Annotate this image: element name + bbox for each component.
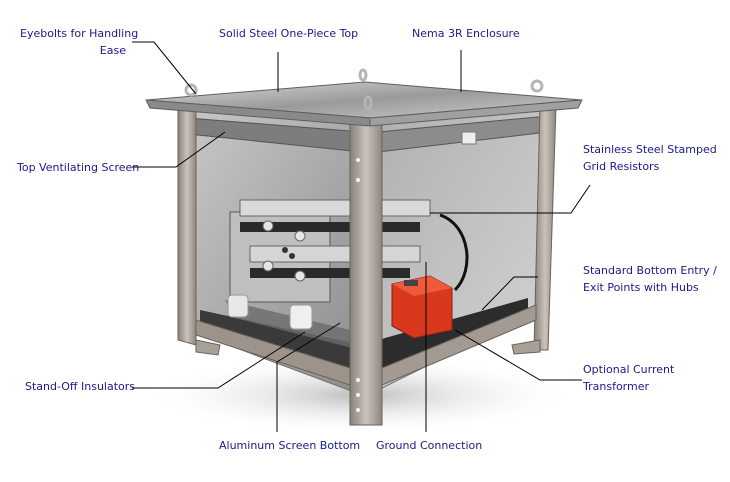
label-aluminum-screen-bottom: Aluminum Screen Bottom — [219, 437, 360, 454]
label-line: Top Ventilating Screen — [17, 161, 140, 174]
label-nema-enclosure: Nema 3R Enclosure — [412, 25, 520, 42]
foot-left — [195, 339, 221, 356]
label-line: Exit Points with Hubs — [583, 281, 699, 294]
bottom-rail-right — [381, 304, 537, 386]
label-current-transformer: Optional Current Transformer — [583, 361, 674, 395]
label-eyebolts: Eyebolts for Handling Ease — [20, 25, 139, 59]
stand-off-insulators — [227, 294, 313, 330]
current-transformer — [391, 275, 453, 339]
grid-resistor-bank — [229, 199, 431, 303]
label-line: Stand-Off Insulators — [25, 380, 136, 393]
label-line: Stainless Steel Stamped — [583, 143, 717, 156]
label-ground-connection: Ground Connection — [376, 437, 482, 454]
label-stand-off-insulators: Stand-Off Insulators — [25, 378, 135, 395]
leader-lines — [132, 41, 591, 432]
label-line: Nema 3R Enclosure — [412, 27, 520, 40]
eyebolts — [184, 68, 544, 111]
nameplate — [461, 131, 477, 145]
post-bolt-holes — [356, 158, 360, 412]
label-line: Aluminum Screen Bottom — [219, 439, 361, 452]
label-grid-resistors: Stainless Steel Stamped Grid Resistors — [583, 141, 717, 175]
label-line: Transformer — [583, 380, 650, 393]
label-line: Solid Steel One-Piece Top — [219, 27, 359, 40]
label-line: Ease — [99, 44, 126, 57]
label-bottom-entry: Standard Bottom Entry / Exit Points with… — [583, 262, 717, 296]
post-left — [177, 107, 197, 346]
label-solid-steel-top: Solid Steel One-Piece Top — [219, 25, 358, 42]
label-line: Standard Bottom Entry / — [583, 264, 717, 277]
label-line: Eyebolts for Handling — [20, 27, 139, 40]
label-line: Grid Resistors — [583, 160, 660, 173]
foot-right — [511, 339, 541, 355]
label-line: Ground Connection — [376, 439, 483, 452]
top-edge-right — [369, 99, 583, 127]
label-top-ventilating-screen: Top Ventilating Screen — [17, 159, 139, 176]
post-front — [349, 119, 383, 426]
cable — [439, 213, 469, 292]
label-line: Optional Current — [583, 363, 675, 376]
